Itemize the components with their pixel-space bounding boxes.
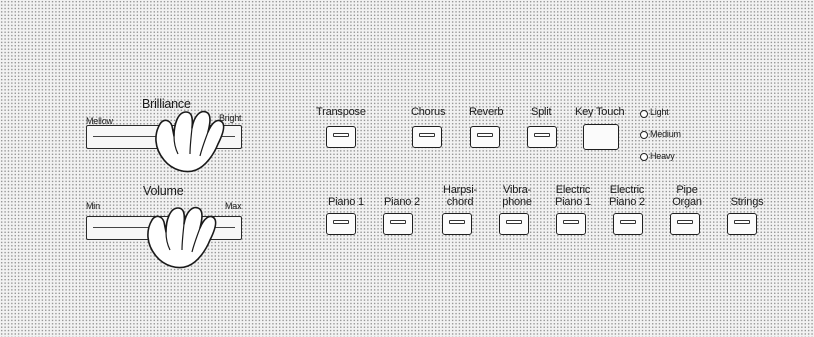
touch-medium-label: Medium <box>650 129 681 139</box>
voice-label-vibraphone: Vibra-phone <box>502 184 532 208</box>
chorus-label: Chorus <box>411 106 446 118</box>
touch-light-indicator <box>640 110 648 118</box>
voice-label-harpsichord: Harpsi-chord <box>442 184 478 208</box>
transpose-button[interactable] <box>326 126 356 148</box>
touch-medium-indicator <box>640 131 648 139</box>
reverb-button[interactable] <box>470 126 500 148</box>
volume-max-label: Max <box>225 201 242 211</box>
touch-heavy-label: Heavy <box>650 151 675 161</box>
voice-label-strings: Strings <box>730 196 764 208</box>
voice-button-harpsichord[interactable] <box>442 213 472 235</box>
brilliance-title: Brilliance <box>142 97 191 111</box>
hand-icon <box>155 110 225 173</box>
split-label: Split <box>531 106 552 118</box>
voice-button-strings[interactable] <box>727 213 757 235</box>
transpose-label: Transpose <box>316 106 366 118</box>
voice-button-pipe-organ[interactable] <box>670 213 700 235</box>
voice-button-piano-1[interactable] <box>326 213 356 235</box>
volume-title: Volume <box>143 184 184 198</box>
voice-label-piano-1: Piano 1 <box>328 196 364 208</box>
chorus-button[interactable] <box>412 126 442 148</box>
hand-icon <box>147 206 217 269</box>
brilliance-mellow-label: Mellow <box>86 116 113 126</box>
reverb-label: Reverb <box>469 106 504 118</box>
voice-button-piano-2[interactable] <box>383 213 413 235</box>
voice-button-vibraphone[interactable] <box>499 213 529 235</box>
voice-button-electric-piano-1[interactable] <box>556 213 586 235</box>
split-button[interactable] <box>527 126 557 148</box>
key-touch-label: Key Touch <box>575 106 625 118</box>
touch-heavy-indicator <box>640 153 648 161</box>
touch-light-label: Light <box>650 107 669 117</box>
key-touch-button[interactable] <box>583 124 619 150</box>
voice-button-electric-piano-2[interactable] <box>613 213 643 235</box>
volume-min-label: Min <box>86 201 100 211</box>
voice-label-piano-2: Piano 2 <box>384 196 420 208</box>
brilliance-bright-label: Bright <box>219 113 242 123</box>
